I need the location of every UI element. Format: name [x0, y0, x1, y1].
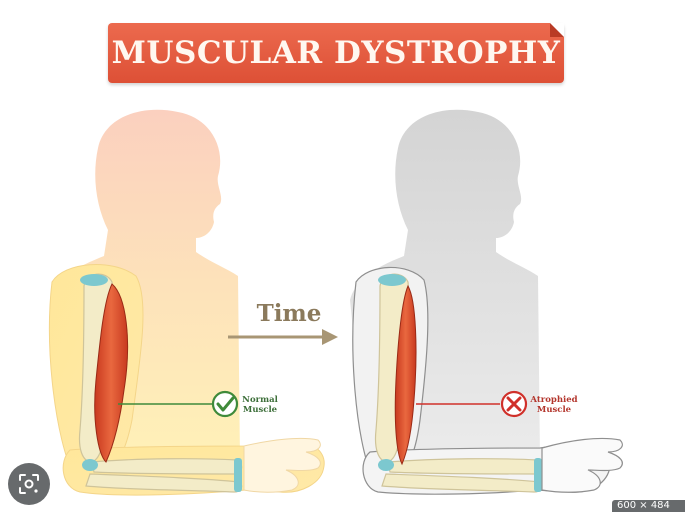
atrophied-muscle-label-line1: Atrophied — [530, 395, 578, 405]
normal-muscle-label: Normal Muscle — [238, 395, 282, 415]
after-radius-bone — [387, 458, 543, 475]
after-shoulder-cartilage — [378, 274, 406, 286]
after-wrist-cartilage — [534, 458, 542, 492]
time-label: Time — [256, 300, 322, 327]
before-biceps-muscle — [94, 283, 129, 463]
atrophied-muscle-label: Atrophied Muscle — [526, 395, 582, 415]
after-biceps-muscle — [394, 284, 417, 466]
before-wrist-cartilage — [234, 458, 242, 492]
title-banner: MUSCULAR DYSTROPHY — [108, 23, 564, 83]
image-size-badge: 600 × 484 — [612, 500, 685, 512]
time-arrow — [228, 329, 338, 345]
before-elbow-cartilage — [82, 459, 98, 471]
before-figure — [48, 109, 325, 496]
before-radius-bone — [91, 458, 243, 475]
banner-fold — [550, 23, 564, 37]
after-elbow-cartilage — [378, 459, 394, 471]
normal-muscle-label-line2: Muscle — [242, 405, 278, 415]
lens-search-icon — [19, 474, 39, 494]
before-hand — [243, 437, 321, 493]
after-figure — [350, 109, 623, 495]
diagram-title: MUSCULAR DYSTROPHY — [111, 35, 561, 71]
after-hand — [541, 437, 623, 493]
before-shoulder-cartilage — [80, 274, 108, 286]
check-icon — [211, 390, 239, 418]
atrophied-muscle-label-line2: Muscle — [536, 405, 572, 415]
lens-search-button[interactable] — [8, 463, 50, 505]
normal-muscle-label-line1: Normal — [242, 395, 278, 405]
